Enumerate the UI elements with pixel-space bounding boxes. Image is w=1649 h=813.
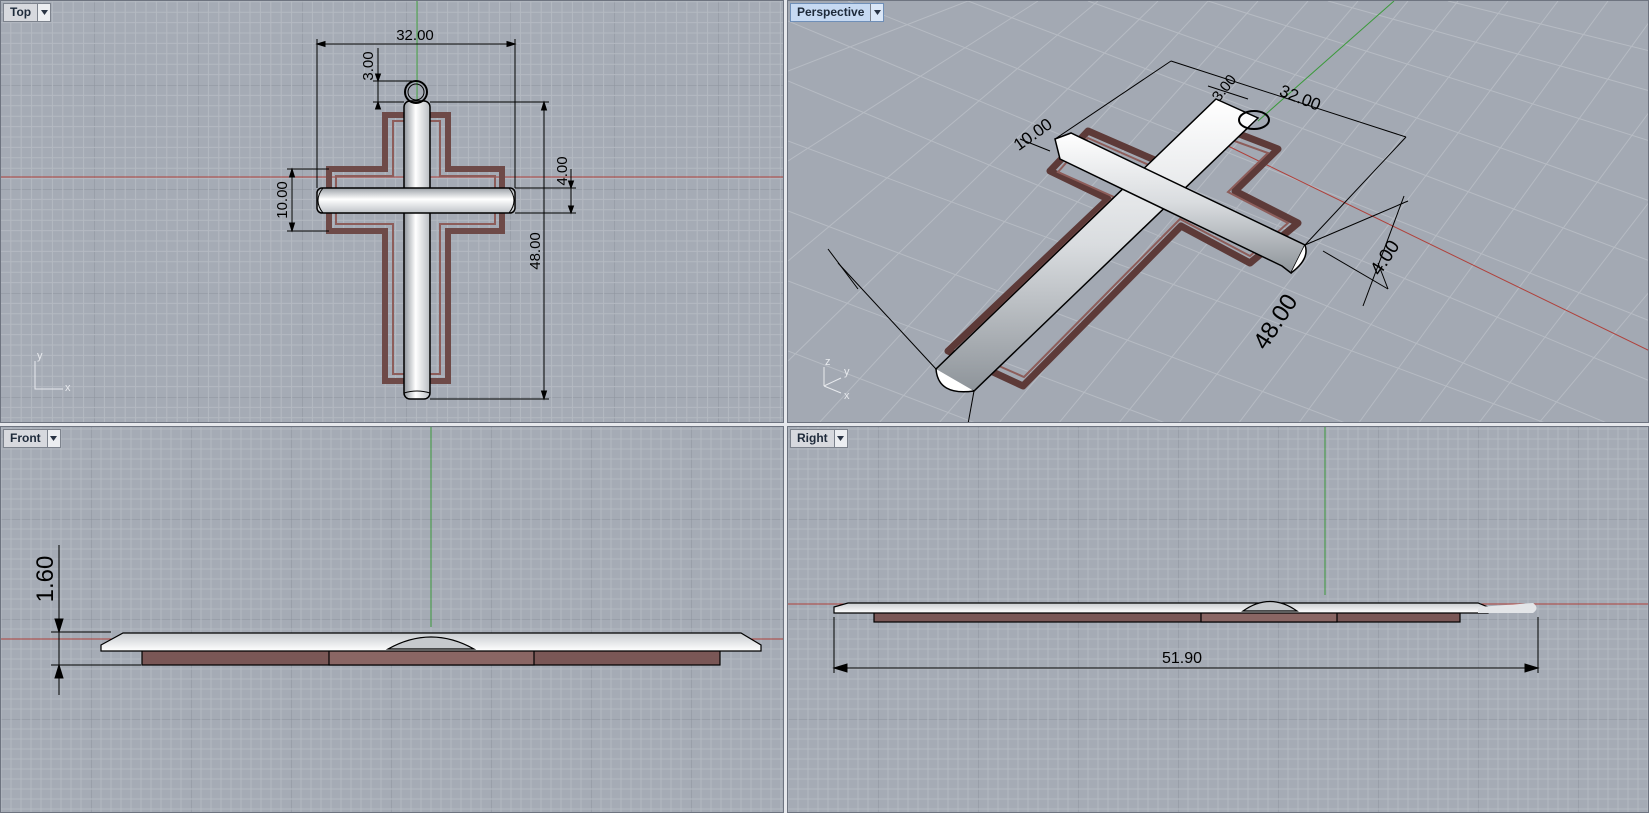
perspective-view-scene: 32.00 3.00 10.00 4.00 48.00 z y x [788, 1, 1648, 422]
world-axes-icon [823, 367, 842, 394]
viewport-tab-top[interactable]: Top [3, 3, 52, 22]
viewport-right[interactable]: Right 51.90 [787, 426, 1649, 813]
perspective-grid [788, 1, 1648, 422]
dim-length: 48.00 [527, 232, 544, 270]
chevron-down-icon[interactable] [833, 430, 847, 447]
viewport-front[interactable]: Front 1.60 [0, 426, 784, 813]
axis-label-x: x [65, 382, 71, 394]
chevron-down-icon[interactable] [46, 430, 60, 447]
viewport-tab-perspective[interactable]: Perspective [790, 3, 885, 22]
cross-body [935, 98, 1307, 393]
viewport-tab-label: Top [10, 5, 32, 19]
perspective-dimensions [827, 60, 1409, 422]
chevron-down-icon[interactable] [870, 4, 884, 21]
axis-label-z: z [825, 356, 831, 368]
chevron-down-icon[interactable] [37, 4, 51, 21]
dim-arm-height: 10.00 [274, 181, 291, 219]
viewport-tab-right[interactable]: Right [790, 429, 848, 448]
world-axes-icon [34, 361, 63, 390]
dim-loop-offset: 3.00 [360, 51, 377, 80]
dim-thickness: 1.60 [32, 556, 59, 603]
axis-label-x: x [844, 390, 850, 402]
cross-profile [833, 600, 1537, 623]
viewport-tab-front[interactable]: Front [3, 429, 61, 448]
viewport-top[interactable]: Top [0, 0, 784, 423]
top-view-scene: 32.00 3.00 10.00 4.00 48.00 y x [1, 1, 783, 422]
cross-body [316, 100, 516, 400]
dim-arm-thickness: 4.00 [554, 156, 571, 185]
viewport-tab-label: Front [10, 431, 41, 445]
x-axis-line [1227, 145, 1648, 351]
front-dimensions [51, 545, 141, 695]
viewport-tab-label: Perspective [797, 5, 865, 19]
right-view-scene: 51.90 [788, 427, 1648, 812]
top-dimensions [287, 39, 576, 401]
right-dimensions [832, 617, 1540, 673]
cross-profile [100, 632, 762, 666]
pendant-loop [1238, 110, 1270, 130]
front-view-scene: 1.60 [1, 427, 783, 812]
viewport-perspective[interactable]: Perspective [787, 0, 1649, 423]
axis-label-y: y [37, 350, 43, 362]
y-axis-line [1257, 1, 1395, 122]
axis-label-y: y [844, 366, 850, 378]
dim-total-length: 51.90 [1162, 650, 1202, 667]
viewport-tab-label: Right [797, 431, 828, 445]
dim-width: 32.00 [396, 27, 434, 44]
